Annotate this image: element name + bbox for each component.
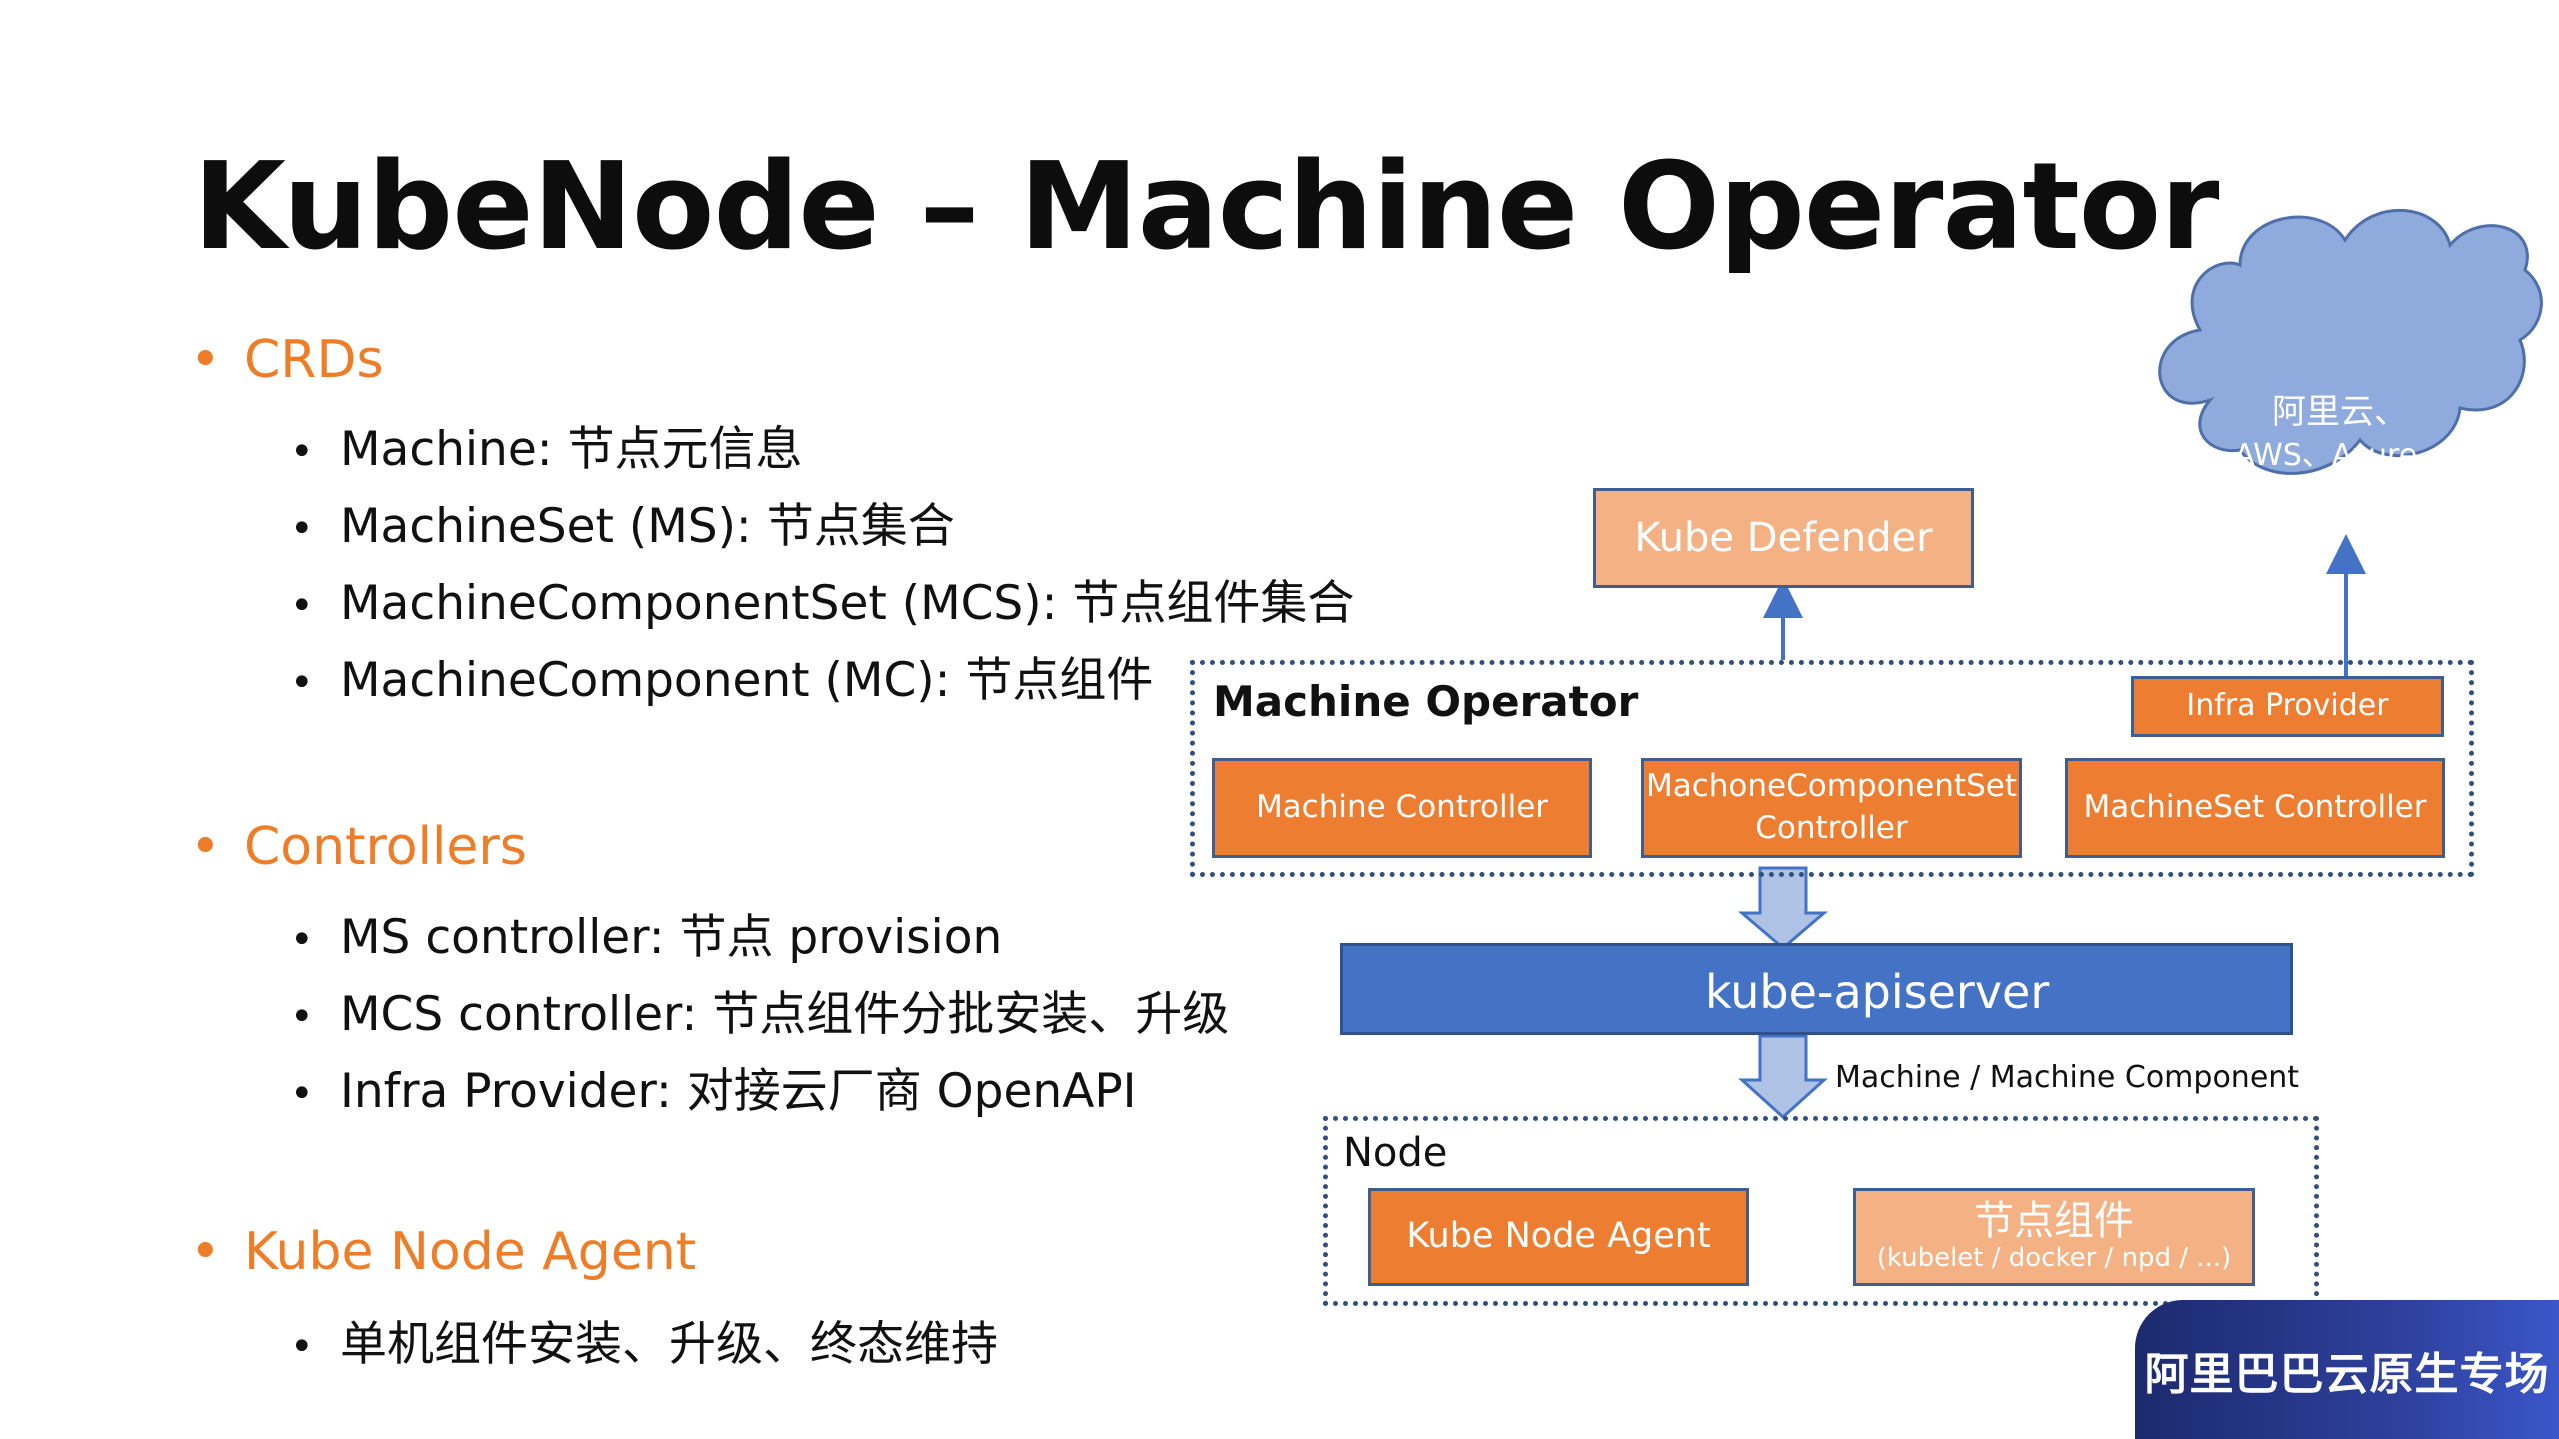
brand-badge: 阿里巴巴云原生专场 bbox=[2135, 1300, 2559, 1439]
machine-controller-label: Machine Controller bbox=[1255, 789, 1549, 826]
list-item: •单机组件安装、升级、终态维持 bbox=[290, 1317, 998, 1372]
cloud-label-line1: 阿里云、 bbox=[2272, 392, 2408, 432]
kube-apiserver-box bbox=[1340, 943, 2293, 1035]
list-item: •MachineComponent (MC): 节点组件 bbox=[290, 653, 1154, 708]
component-set-controller-label-line2: Controller bbox=[1755, 810, 1908, 846]
node-components-subtitle: (kubelet / docker / npd / ...) bbox=[1876, 1243, 2232, 1274]
list-item: •MCS controller: 节点组件分批安装、升级 bbox=[290, 987, 1230, 1042]
kube-node-agent-label: Kube Node Agent bbox=[1406, 1216, 1711, 1257]
cloud-label-line2: AWS、Azure .. bbox=[2234, 438, 2446, 473]
section-heading-controllers: •Controllers bbox=[190, 817, 527, 877]
block-arrow-operator-to-api bbox=[1737, 866, 1829, 950]
infra-provider-label: Infra Provider bbox=[2186, 688, 2389, 724]
machineset-controller-box: MachineSet Controller bbox=[2065, 758, 2445, 858]
machine-operator-container bbox=[1190, 660, 2474, 877]
kube-defender-label: Kube Defender bbox=[1634, 515, 1933, 561]
list-item: •MS controller: 节点 provision bbox=[290, 910, 1003, 965]
infra-provider-box: Infra Provider bbox=[2131, 676, 2444, 737]
api-to-node-arrow-label: Machine / Machine Component bbox=[1835, 1060, 2300, 1095]
section-heading-crds: •CRDs bbox=[190, 330, 384, 390]
node-container bbox=[1323, 1116, 2319, 1306]
list-item: •MachineSet (MS): 节点集合 bbox=[290, 499, 955, 554]
node-components-box: 节点组件 (kubelet / docker / npd / ...) bbox=[1853, 1188, 2255, 1286]
kube-defender-box: Kube Defender bbox=[1593, 488, 1974, 588]
list-item: •Infra Provider: 对接云厂商 OpenAPI bbox=[290, 1064, 1137, 1119]
machineset-controller-label: MachineSet Controller bbox=[2083, 789, 2427, 826]
cloud-icon bbox=[2158, 208, 2543, 475]
brand-badge-label: 阿里巴巴云原生专场 bbox=[2144, 1348, 2550, 1400]
machine-controller-box: Machine Controller bbox=[1212, 758, 1592, 858]
component-set-controller-box: MachoneComponentSet Controller bbox=[1641, 758, 2022, 858]
list-item: •Machine: 节点元信息 bbox=[290, 422, 803, 477]
node-components-title: 节点组件 bbox=[1974, 1198, 2134, 1245]
machine-operator-label: Machine Operator bbox=[1213, 677, 1639, 726]
slide-title: KubeNode – Machine Operator bbox=[193, 138, 2219, 277]
section-heading-kube-node-agent: •Kube Node Agent bbox=[190, 1222, 697, 1282]
list-item: •MachineComponentSet (MCS): 节点组件集合 bbox=[290, 576, 1355, 631]
block-arrow-api-to-node bbox=[1738, 1034, 1828, 1120]
kube-node-agent-box: Kube Node Agent bbox=[1368, 1188, 1749, 1286]
kube-apiserver-label: kube-apiserver bbox=[1705, 965, 2050, 1019]
node-label: Node bbox=[1343, 1130, 1448, 1176]
component-set-controller-label-line1: MachoneComponentSet bbox=[1645, 768, 2017, 805]
